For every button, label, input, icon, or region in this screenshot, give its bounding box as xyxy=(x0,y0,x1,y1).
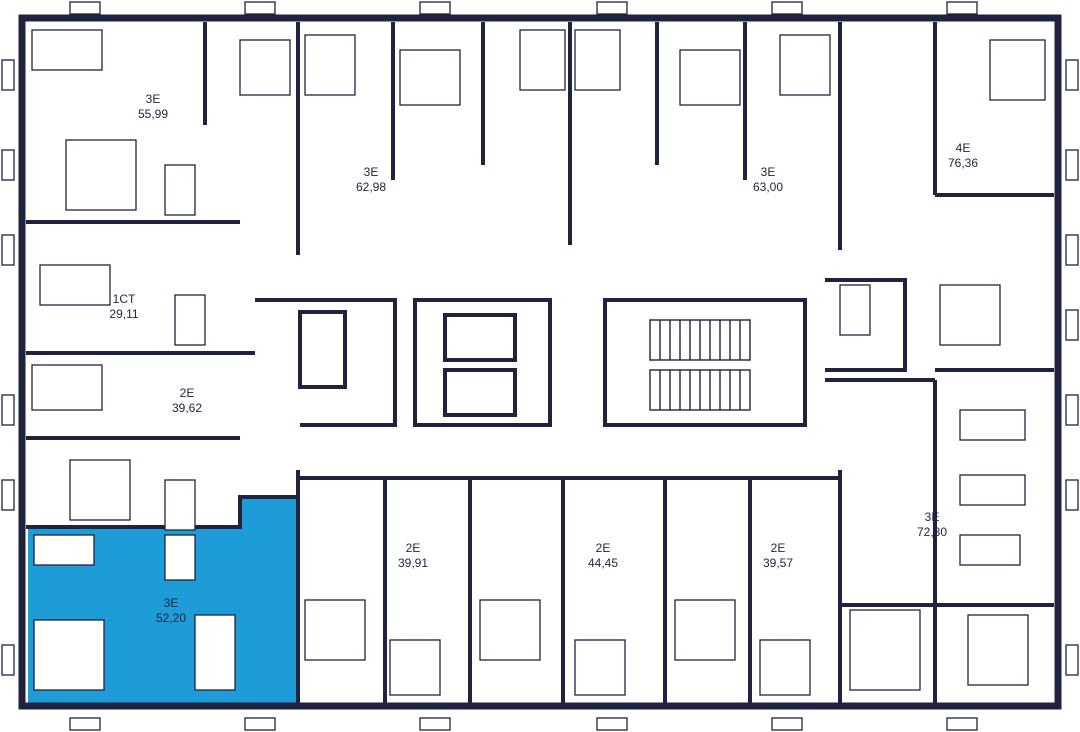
apartment-area: 52,20 xyxy=(156,611,186,625)
exterior-walls xyxy=(18,14,1062,710)
apartment-type: 3E xyxy=(364,165,379,179)
apartment-type: 1CT xyxy=(113,292,136,306)
apt-3e-72-80[interactable]: 3E 72,80 xyxy=(917,510,947,539)
core xyxy=(298,310,751,417)
apt-1ct-29-11[interactable]: 1CT 29,11 xyxy=(109,292,138,321)
apartment-labels: 3E 55,99 3E 62,98 3E 63,00 4E 76,36 1CT … xyxy=(109,92,978,625)
apt-2e-44-45[interactable]: 2E 44,45 xyxy=(588,541,618,570)
apt-3e-63-00[interactable]: 3E 63,00 xyxy=(753,165,783,194)
apartment-area: 72,80 xyxy=(917,525,947,539)
apt-3e-52-20[interactable]: 3E 52,20 xyxy=(156,596,186,625)
apt-2e-39-57[interactable]: 2E 39,57 xyxy=(763,541,793,570)
apt-3e-62-98[interactable]: 3E 62,98 xyxy=(356,165,386,194)
furniture xyxy=(31,29,1046,696)
apartment-area: 62,98 xyxy=(356,180,386,194)
apartment-type: 2E xyxy=(406,541,421,555)
apartment-type: 3E xyxy=(761,165,776,179)
apartment-type: 3E xyxy=(164,596,179,610)
apartment-type: 3E xyxy=(925,510,940,524)
interior-walls xyxy=(26,22,1054,706)
apartment-area: 55,99 xyxy=(138,107,168,121)
apartment-type: 2E xyxy=(180,386,195,400)
apt-2e-39-91[interactable]: 2E 39,91 xyxy=(398,541,428,570)
apt-2e-39-62[interactable]: 2E 39,62 xyxy=(172,386,202,415)
apartment-area: 63,00 xyxy=(753,180,783,194)
apartment-area: 76,36 xyxy=(948,156,978,170)
apartment-area: 44,45 xyxy=(588,556,618,570)
apartment-type: 3E xyxy=(146,92,161,106)
apartment-area: 39,62 xyxy=(172,401,202,415)
apartment-area: 39,57 xyxy=(763,556,793,570)
apartment-type: 2E xyxy=(771,541,786,555)
apartment-type: 2E xyxy=(596,541,611,555)
apt-3e-55-99[interactable]: 3E 55,99 xyxy=(138,92,168,121)
apt-4e-76-36[interactable]: 4E 76,36 xyxy=(948,141,978,170)
apartment-area: 39,91 xyxy=(398,556,428,570)
apartment-type: 4E xyxy=(956,141,971,155)
apartment-area: 29,11 xyxy=(109,307,138,321)
